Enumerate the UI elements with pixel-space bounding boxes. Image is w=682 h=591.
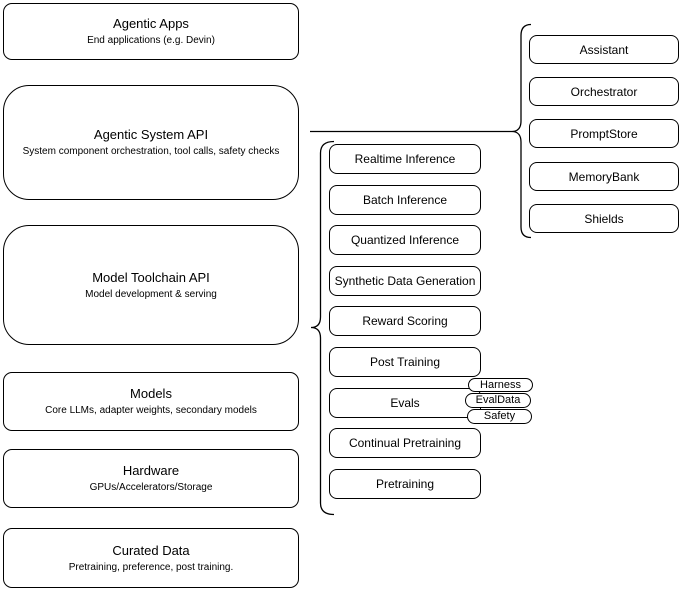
node-subtitle: System component orchestration, tool cal… xyxy=(22,146,280,157)
node-label: Post Training xyxy=(369,355,441,369)
node-models: Models Core LLMs, adapter weights, secon… xyxy=(3,372,299,431)
node-label: Assistant xyxy=(579,42,629,57)
node-subtitle: Model development & serving xyxy=(85,288,217,300)
node-subtitle: End applications (e.g. Devin) xyxy=(87,35,215,46)
node-title: Models xyxy=(130,386,172,401)
node-title: Curated Data xyxy=(112,542,190,558)
node-hardware: Hardware GPUs/Accelerators/Storage xyxy=(3,449,299,508)
node-agentic-system-api: Agentic System API System component orch… xyxy=(3,85,299,200)
node-label: Batch Inference xyxy=(362,193,448,207)
tag-harness: Harness xyxy=(468,378,533,392)
node-label: Orchestrator xyxy=(570,84,638,99)
node-curated-data: Curated Data Pretraining, preference, po… xyxy=(3,528,299,588)
node-label: Reward Scoring xyxy=(362,314,448,328)
node-subtitle: Pretraining, preference, post training. xyxy=(68,561,234,573)
tag-label: Harness xyxy=(480,378,521,391)
node-label: Shields xyxy=(584,211,624,226)
node-batch-inference: Batch Inference xyxy=(329,185,481,215)
node-label: Pretraining xyxy=(375,477,435,491)
node-reward-scoring: Reward Scoring xyxy=(329,306,481,336)
node-post-training: Post Training xyxy=(329,347,481,377)
node-synthetic-data-generation: Synthetic Data Generation xyxy=(329,266,481,296)
node-promptstore: PromptStore xyxy=(529,119,679,148)
node-title: Model Toolchain API xyxy=(92,269,210,285)
node-label: PromptStore xyxy=(570,126,638,141)
node-title: Agentic System API xyxy=(93,127,209,142)
node-model-toolchain-api: Model Toolchain API Model development & … xyxy=(3,225,299,345)
node-label: Evals xyxy=(390,396,420,410)
node-shields: Shields xyxy=(529,204,679,233)
node-pretraining: Pretraining xyxy=(329,469,481,499)
tag-label: Safety xyxy=(483,410,516,422)
node-memorybank: MemoryBank xyxy=(529,162,679,191)
node-orchestrator: Orchestrator xyxy=(529,77,679,106)
node-evals: Evals xyxy=(329,388,481,418)
tag-safety: Safety xyxy=(467,409,532,424)
node-assistant: Assistant xyxy=(529,35,679,64)
tag-label: EvalData xyxy=(475,394,521,406)
node-quantized-inference: Quantized Inference xyxy=(329,225,481,255)
node-title: Agentic Apps xyxy=(113,16,189,31)
node-realtime-inference: Realtime Inference xyxy=(329,144,481,174)
tag-evaldata: EvalData xyxy=(465,393,531,408)
node-label: MemoryBank xyxy=(568,169,640,184)
brace-system-group xyxy=(511,23,532,239)
node-label: Synthetic Data Generation xyxy=(334,274,476,288)
node-subtitle: GPUs/Accelerators/Storage xyxy=(89,482,213,493)
node-label: Quantized Inference xyxy=(350,233,460,247)
node-subtitle: Core LLMs, adapter weights, secondary mo… xyxy=(45,405,257,416)
node-agentic-apps: Agentic Apps End applications (e.g. Devi… xyxy=(3,3,299,60)
node-title: Hardware xyxy=(122,463,180,478)
node-label: Continual Pretraining xyxy=(348,436,462,450)
node-label: Realtime Inference xyxy=(354,152,456,166)
brace-toolchain-group xyxy=(310,140,335,516)
node-continual-pretraining: Continual Pretraining xyxy=(329,428,481,458)
